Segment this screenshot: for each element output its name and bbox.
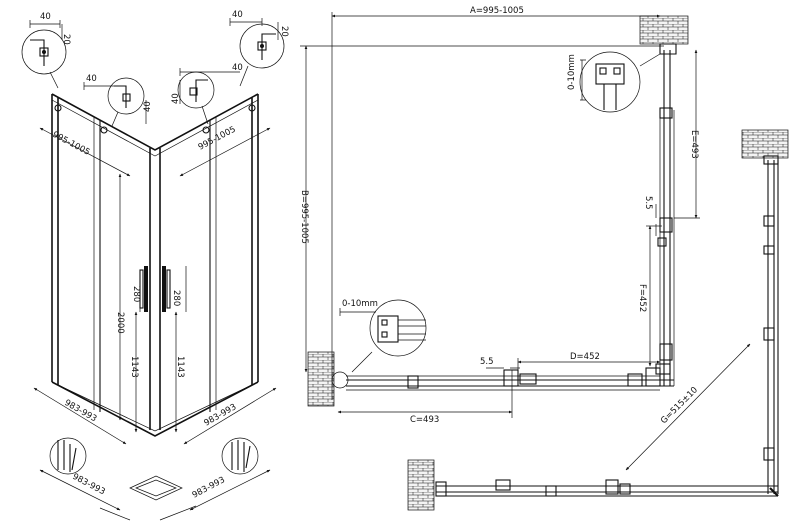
- isometric-view: 40 20 40 20 40 40: [21, 10, 289, 521]
- dim-g-label: G=515±10: [659, 385, 700, 426]
- callout-top-right-profile: 40 20: [229, 10, 289, 87]
- adjustment-detail-top: 0-10mm: [567, 51, 661, 113]
- callout-mid-right-width: 40: [232, 63, 243, 73]
- adjust-left-label: 0-10mm: [342, 299, 378, 309]
- handle-height-right-label: 280: [171, 290, 181, 306]
- corner-view: G=515±10: [407, 129, 789, 511]
- adjustment-detail-left: 0-10mm: [339, 299, 427, 373]
- dim-f-label: F=452: [637, 284, 647, 312]
- callout-mid-right-profile: 40 40: [171, 63, 243, 125]
- wall-corner-top: [741, 129, 789, 159]
- wall-top: [639, 15, 689, 45]
- dim-e-label: E=493: [689, 130, 699, 159]
- dim-b-label: B=995-1005: [299, 190, 309, 244]
- callout-top-left-profile: 40 20: [21, 12, 71, 89]
- handle-height-left-label: 280: [131, 286, 141, 302]
- callout-top-right-height: 20: [279, 26, 289, 37]
- detail-width-right-label: 983-993: [191, 475, 227, 501]
- callout-mid-left-height: 40: [143, 101, 153, 112]
- gap-top-label: 5.5: [643, 196, 653, 210]
- lower-height-left-label: 1143: [129, 356, 139, 378]
- dim-a-label: A=995-1005: [470, 6, 524, 16]
- callout-mid-right-height: 40: [171, 93, 181, 104]
- wall-left: [307, 351, 335, 407]
- callout-mid-left-profile: 40 40: [83, 74, 153, 127]
- dim-c-label: C=493: [410, 415, 439, 425]
- detail-width-left-label: 983-993: [71, 472, 107, 498]
- isometric-dimensions: 995-1005 995-1005 2000 280 280 1143 1143…: [33, 125, 277, 445]
- callout-mid-left-width: 40: [86, 74, 97, 84]
- wall-corner-left: [407, 459, 435, 511]
- gap-bottom-label: 5.5: [480, 357, 494, 367]
- plan-view: A=995-1005 B=995-1005 C=493 D=452: [299, 6, 700, 425]
- callout-top-left-width: 40: [40, 12, 51, 22]
- height-total-label: 2000: [115, 312, 125, 334]
- adjust-top-label: 0-10mm: [567, 54, 577, 90]
- callout-top-right-width: 40: [232, 10, 243, 20]
- callout-top-left-height: 20: [61, 34, 71, 45]
- bottom-corner-details: 983-993 983-993: [39, 437, 271, 521]
- lower-height-right-label: 1143: [175, 356, 185, 378]
- dim-d-label: D=452: [570, 352, 600, 362]
- width-left-label: 995-1005: [51, 130, 92, 158]
